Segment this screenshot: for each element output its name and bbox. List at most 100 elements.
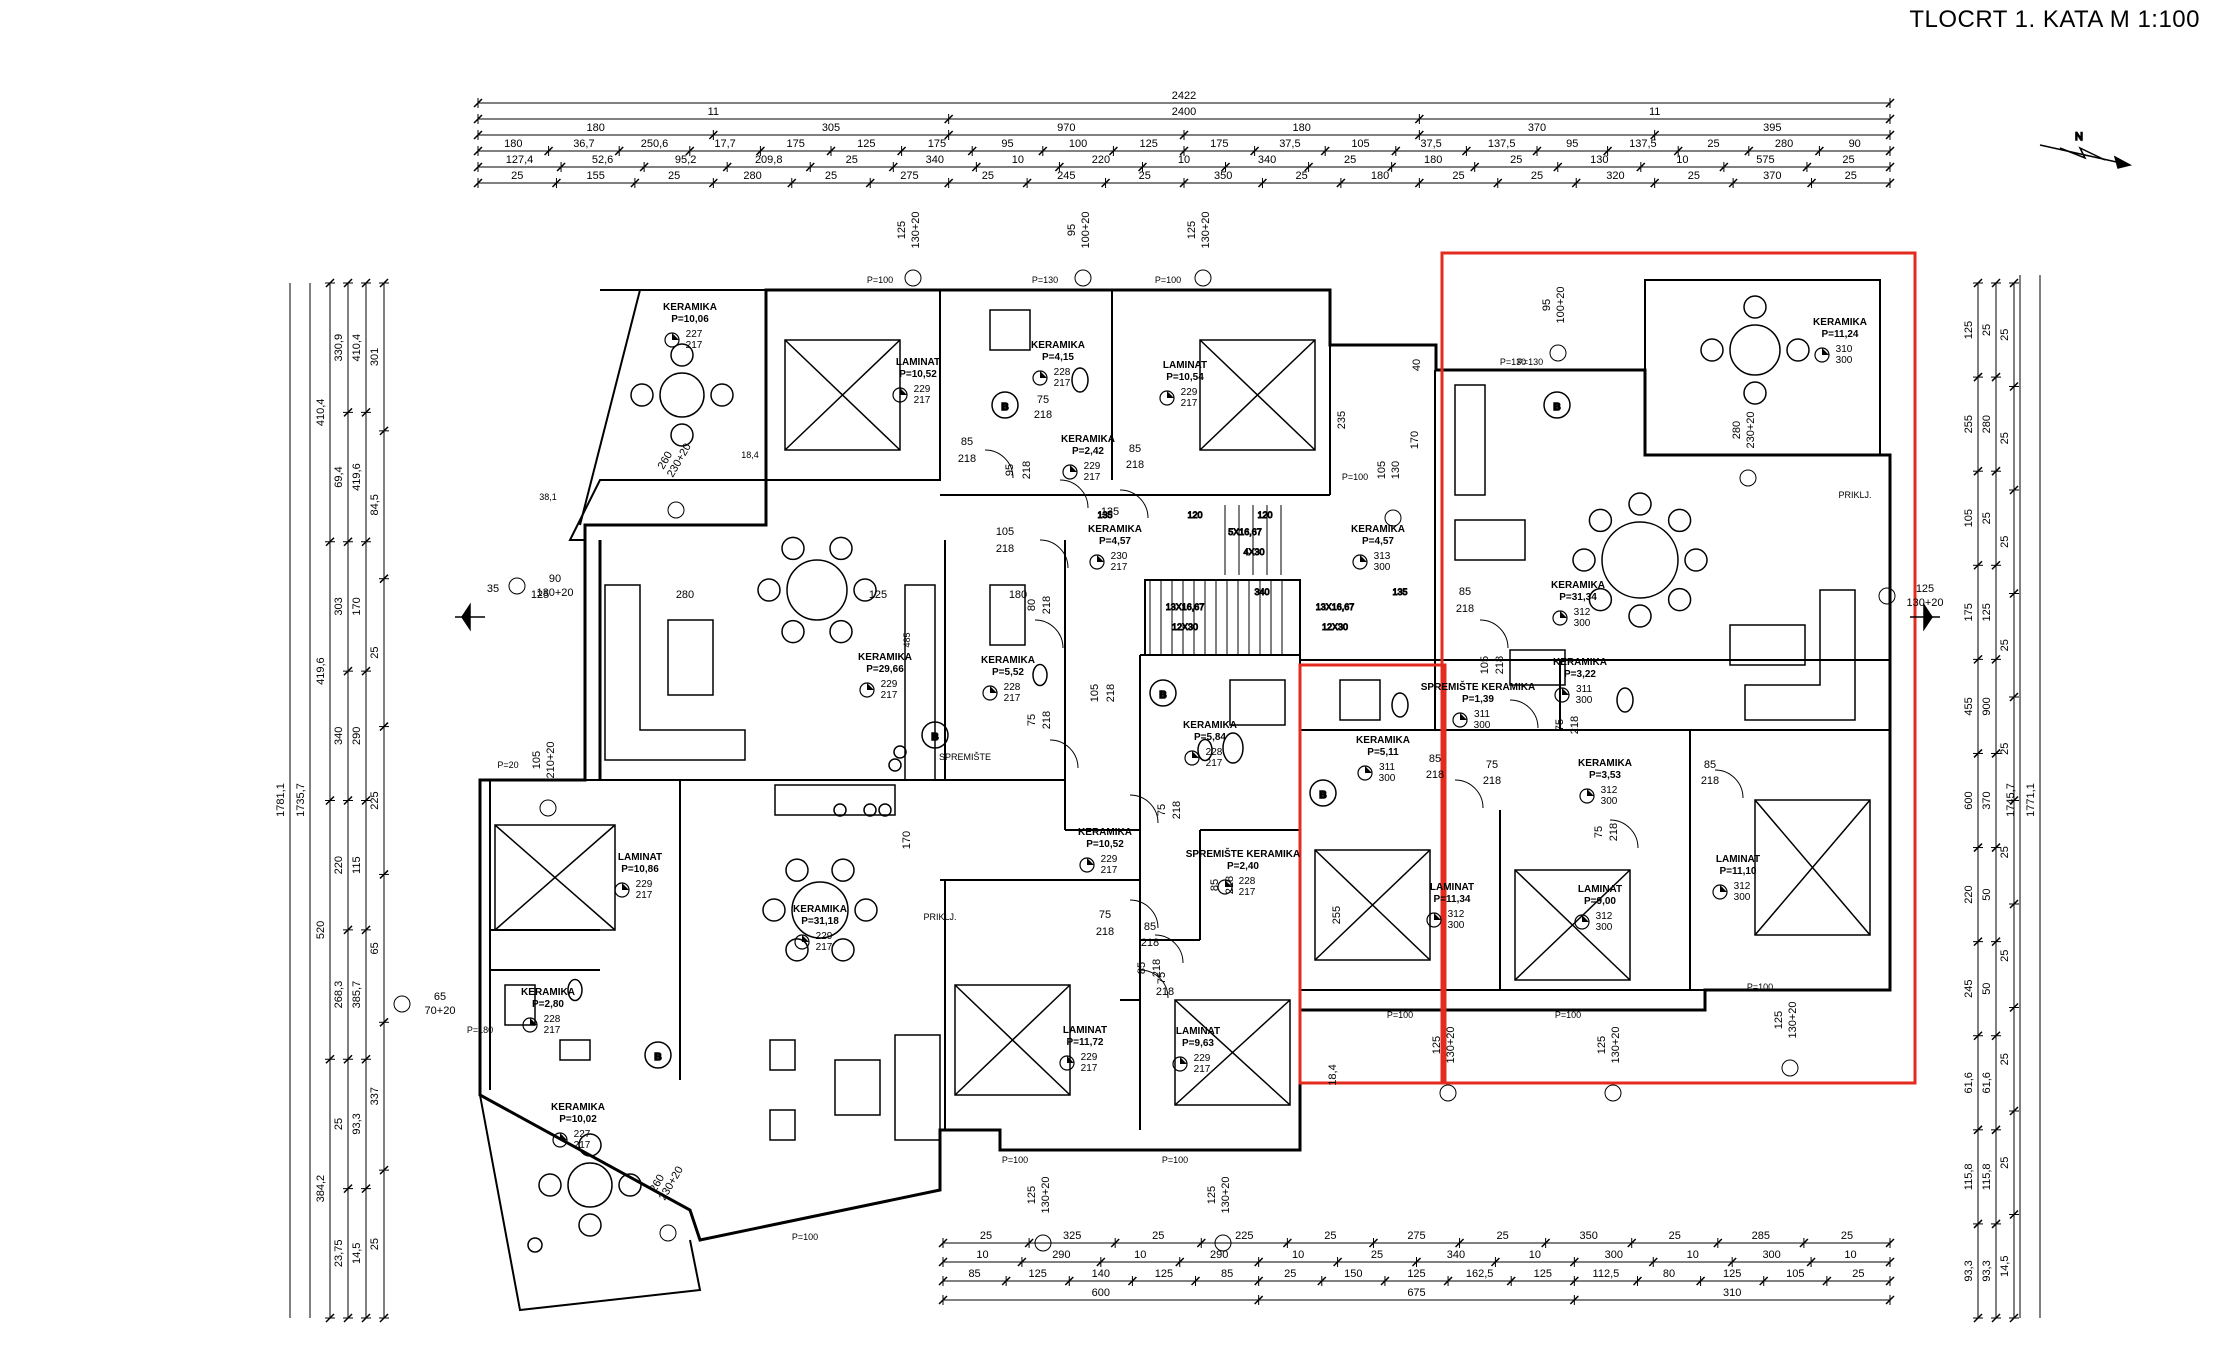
bath-fixture <box>989 309 1031 351</box>
dimension-tick-slash <box>1024 1238 1034 1248</box>
window-height: 130+20 <box>1040 1176 1052 1213</box>
dimension-value: 180 <box>1292 122 1310 134</box>
dimension-value: 25 <box>1845 170 1857 182</box>
dimension-tick-slash <box>361 1054 371 1064</box>
dimension-tick-slash <box>379 722 389 732</box>
height-marker-fill <box>1582 915 1589 922</box>
dimension-tick-slash <box>1719 162 1729 172</box>
dimension-tick-slash <box>1414 114 1424 124</box>
dimension-value: 370 <box>1981 791 1993 809</box>
room-area: P=4,57 <box>1362 536 1394 547</box>
dimension-value: 600 <box>1963 791 1975 809</box>
dimension-value: 105 <box>1351 138 1369 150</box>
dimension-value: 100 <box>1069 138 1087 150</box>
dimension-tick-slash <box>325 795 335 806</box>
dimension-value: 25 <box>1496 1230 1508 1242</box>
dimension-value: 2422 <box>1172 90 1196 102</box>
window-marker-icon <box>1384 509 1402 527</box>
room-height-1: 311 <box>1474 709 1490 720</box>
room-flooring: LAMINAT <box>1578 884 1622 895</box>
dimension-tick-slash <box>1650 130 1660 140</box>
window-width: 105 <box>1376 461 1388 479</box>
stair-label: 340 <box>1254 587 1269 597</box>
section-marker-left <box>455 602 485 632</box>
dimension-value: 162,5 <box>1466 1268 1494 1280</box>
room-area: P=10,86 <box>621 864 659 875</box>
window-marker-icon <box>904 269 922 287</box>
dimension-value: 105 <box>1963 509 1975 527</box>
north-arrow-label: N <box>2075 131 2083 143</box>
dimension-value: 245 <box>1963 980 1975 998</box>
dimension-tick-slash <box>1973 748 1983 758</box>
north-arrow-icon: N <box>2039 130 2133 169</box>
dimension-value: 600 <box>1092 1287 1110 1299</box>
drain-symbol <box>527 1237 543 1253</box>
room-height-1: 228 <box>1206 747 1223 758</box>
dimension-tick-slash <box>361 925 371 935</box>
door-swing <box>1034 619 1064 649</box>
room-height-1: 229 <box>636 879 653 890</box>
height-marker-fill <box>1192 751 1199 758</box>
dimension-value: 65 <box>369 942 381 954</box>
dimension-value: 155 <box>586 170 604 182</box>
dimension-tick-slash <box>379 574 389 584</box>
misc-dimension: 40 <box>1411 359 1423 371</box>
door-size: 218 <box>1483 775 1501 787</box>
room-height-2: 217 <box>1111 562 1128 573</box>
door-size: 218 <box>1156 986 1174 998</box>
dimension-value: 50 <box>1981 888 1993 900</box>
height-marker-fill <box>802 935 809 942</box>
dimension-tick-slash <box>325 1054 335 1064</box>
dimension-tick-slash <box>1411 1257 1422 1267</box>
dimension-tick-slash <box>1380 1276 1390 1286</box>
room-height-1: 311 <box>1379 762 1395 773</box>
dimension-value: 37,5 <box>1279 138 1300 150</box>
dimension-value: 225 <box>1235 1230 1253 1242</box>
dimension-value: 93,3 <box>351 1113 363 1134</box>
sill-label: P=130 <box>1500 357 1526 367</box>
dimension-value: 25 <box>369 647 381 659</box>
room-flooring: KERAMIKA <box>1078 827 1132 838</box>
boiler-letter: B <box>1553 402 1560 413</box>
dimension-tick-slash <box>1414 130 1424 140</box>
room-flooring: LAMINAT <box>1163 360 1207 371</box>
dimension-value: 290 <box>1210 1249 1228 1261</box>
dimension-value: 209,8 <box>755 154 783 166</box>
dimension-value: 970 <box>1057 122 1075 134</box>
dimension-value: 419,6 <box>315 657 327 685</box>
dimension-tick-slash <box>2009 899 2019 909</box>
stair-label: 12X30 <box>1172 622 1198 632</box>
dimension-value: 93,3 <box>1981 1260 1993 1281</box>
room-height-2: 217 <box>1054 378 1071 389</box>
window-marker-icon <box>1074 269 1092 287</box>
dimension-tick-slash <box>379 426 389 436</box>
height-marker-fill <box>1167 391 1174 398</box>
dimension-tick-slash <box>1569 1276 1579 1286</box>
dimension-tick-slash <box>1391 146 1401 156</box>
height-marker-fill <box>1720 885 1727 892</box>
height-marker-fill <box>990 686 997 693</box>
room-flooring: KERAMIKA <box>1351 524 1405 535</box>
room-area: P=3,53 <box>1589 770 1621 781</box>
dimension-tick-slash <box>1973 937 1983 947</box>
misc-dimension: 35 <box>487 583 499 595</box>
stair-label: 135 <box>1097 510 1112 520</box>
toilet-fixture <box>1197 738 1213 762</box>
door-size: 218 <box>1126 459 1144 471</box>
room-area: P=1,39 <box>1462 694 1494 705</box>
dimension-value: 245 <box>1057 170 1075 182</box>
storage-label: SPREMIŠTE <box>939 752 991 762</box>
room-height-1: 229 <box>1194 1053 1211 1064</box>
room-height-2: 217 <box>1206 758 1223 769</box>
window-height: 130+20 <box>1610 1026 1622 1063</box>
bed <box>1314 849 1431 961</box>
dimension-value: 25 <box>511 170 523 182</box>
door-size: 218 <box>1034 409 1052 421</box>
dimension-value: 290 <box>351 727 363 745</box>
dimension-tick-slash <box>1532 146 1542 156</box>
